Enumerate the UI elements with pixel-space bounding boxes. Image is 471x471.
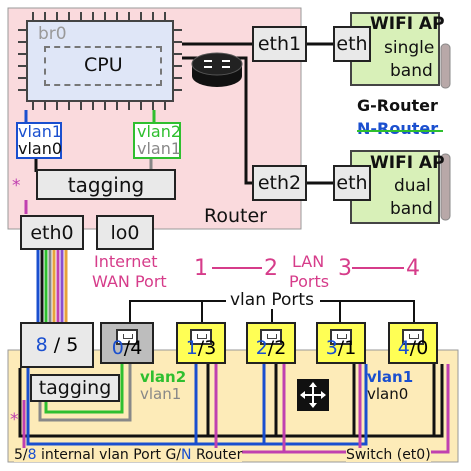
switch-vlan-left-a: vlan2: [140, 368, 187, 386]
switch-lan-port-4[interactable]: 4/0: [388, 322, 438, 364]
switch-tagging-box: tagging: [30, 374, 120, 402]
wan-port-jack-icon: [116, 329, 138, 345]
switch-star: *: [10, 410, 19, 430]
lan-number-2: 2: [264, 256, 278, 281]
trunk-cable: [36, 250, 68, 322]
switch-name: Switch (et0): [346, 447, 431, 463]
lo0-box: lo0: [96, 215, 154, 250]
router-vlan-right-a: vlan2: [137, 122, 182, 141]
lan-number-1: 1: [194, 256, 208, 281]
switch-lan-port-1[interactable]: 1/3: [176, 322, 226, 364]
bottom-b: 8: [27, 447, 37, 463]
router-vlan-left-a: vlan1: [18, 122, 63, 141]
switch-lan-port-3[interactable]: 3/1: [316, 322, 366, 364]
lan-port-4-jack-icon: [402, 329, 424, 345]
wan-label-line1: Internet: [94, 252, 158, 271]
cpu-chip-pins: [18, 12, 182, 110]
legend-n-router-strike: [357, 130, 443, 132]
switch-wan-port[interactable]: 0/4: [100, 322, 154, 364]
switch-vlan-right-b: vlan0: [367, 385, 409, 403]
legend-n-router: N-Router: [357, 119, 439, 138]
bottom-e: Router: [191, 447, 243, 463]
ap-single-line1: WIFI AP: [370, 14, 445, 34]
switch-vlan-left-b: vlan1: [140, 385, 182, 403]
lan-label-line2: Ports: [289, 272, 330, 291]
vlan-ports-bracket: [129, 300, 415, 322]
lan-port-4-b: /0: [409, 337, 429, 359]
switch-chip-icon: [296, 378, 330, 412]
router-icon: [190, 50, 244, 90]
bottom-c: internal vlan Port G/: [36, 447, 182, 463]
ap-single-eth-front: eth: [333, 26, 371, 62]
router-vlan-right-b: vlan1: [137, 139, 182, 158]
lan-port-4-a: 4: [397, 337, 410, 359]
internal-port-b: 5: [66, 334, 79, 356]
ap-dual-line2: dual: [394, 176, 431, 196]
switch-lan-port-2[interactable]: 2/2: [246, 322, 296, 364]
bottom-d: N: [181, 447, 192, 463]
lan-port-1-jack-icon: [190, 329, 212, 345]
eth0-box: eth0: [20, 215, 84, 250]
ap-single-line2: single: [384, 38, 435, 58]
router-tagging-box: tagging: [36, 169, 176, 200]
lan-port-1-a: 1: [185, 337, 198, 359]
ap-single-line3: band: [390, 61, 433, 81]
router-label: Router: [204, 205, 267, 227]
wan-label-line2: WAN Port: [92, 272, 167, 291]
internal-port-a: 8: [35, 334, 48, 356]
br0-label: br0: [38, 24, 67, 44]
router-vlan-left: [16, 122, 62, 159]
switch-vlan-right-a: vlan1: [367, 368, 414, 386]
lan-port-2-jack-icon: [260, 329, 282, 345]
vlan-ports-label: vlan Ports: [228, 290, 316, 310]
eth2-box: eth2: [252, 165, 307, 201]
lan-number-4: 4: [406, 256, 420, 281]
cpu-label: CPU: [84, 54, 123, 76]
lan-port-3-b: /1: [337, 337, 357, 359]
bottom-a: 5/: [14, 447, 28, 463]
lan-number-3: 3: [338, 256, 352, 281]
ap-dual-eth: eth: [333, 165, 371, 201]
lan-label-line1: LAN: [292, 252, 325, 271]
cpu-inner: [44, 46, 162, 86]
ap-dual-line3: band: [390, 199, 433, 219]
router-star: *: [12, 176, 21, 196]
wan-port-b: /4: [123, 337, 143, 359]
cpu-box: [26, 20, 174, 102]
switch-internal-port: 8 / 5: [20, 322, 94, 368]
wan-port-a: 0: [111, 337, 124, 359]
switch-bottom-caption: 5/8 internal vlan Port G/N Router: [14, 447, 243, 463]
lan-port-2-a: 2: [255, 337, 268, 359]
router-vlan-right: [133, 122, 181, 159]
router-vlan-left-b: vlan0: [18, 139, 63, 158]
ap-dual-line1: WIFI AP: [370, 153, 445, 173]
antennas: [440, 43, 451, 221]
lan-port-1-b: /3: [197, 337, 217, 359]
lan-port-3-jack-icon: [330, 329, 352, 345]
eth1-box: eth1: [252, 26, 307, 62]
internal-port-sep: /: [47, 334, 67, 356]
legend-g-router: G-Router: [357, 96, 438, 115]
lan-port-2-b: /2: [267, 337, 287, 359]
lan-port-3-a: 3: [325, 337, 338, 359]
